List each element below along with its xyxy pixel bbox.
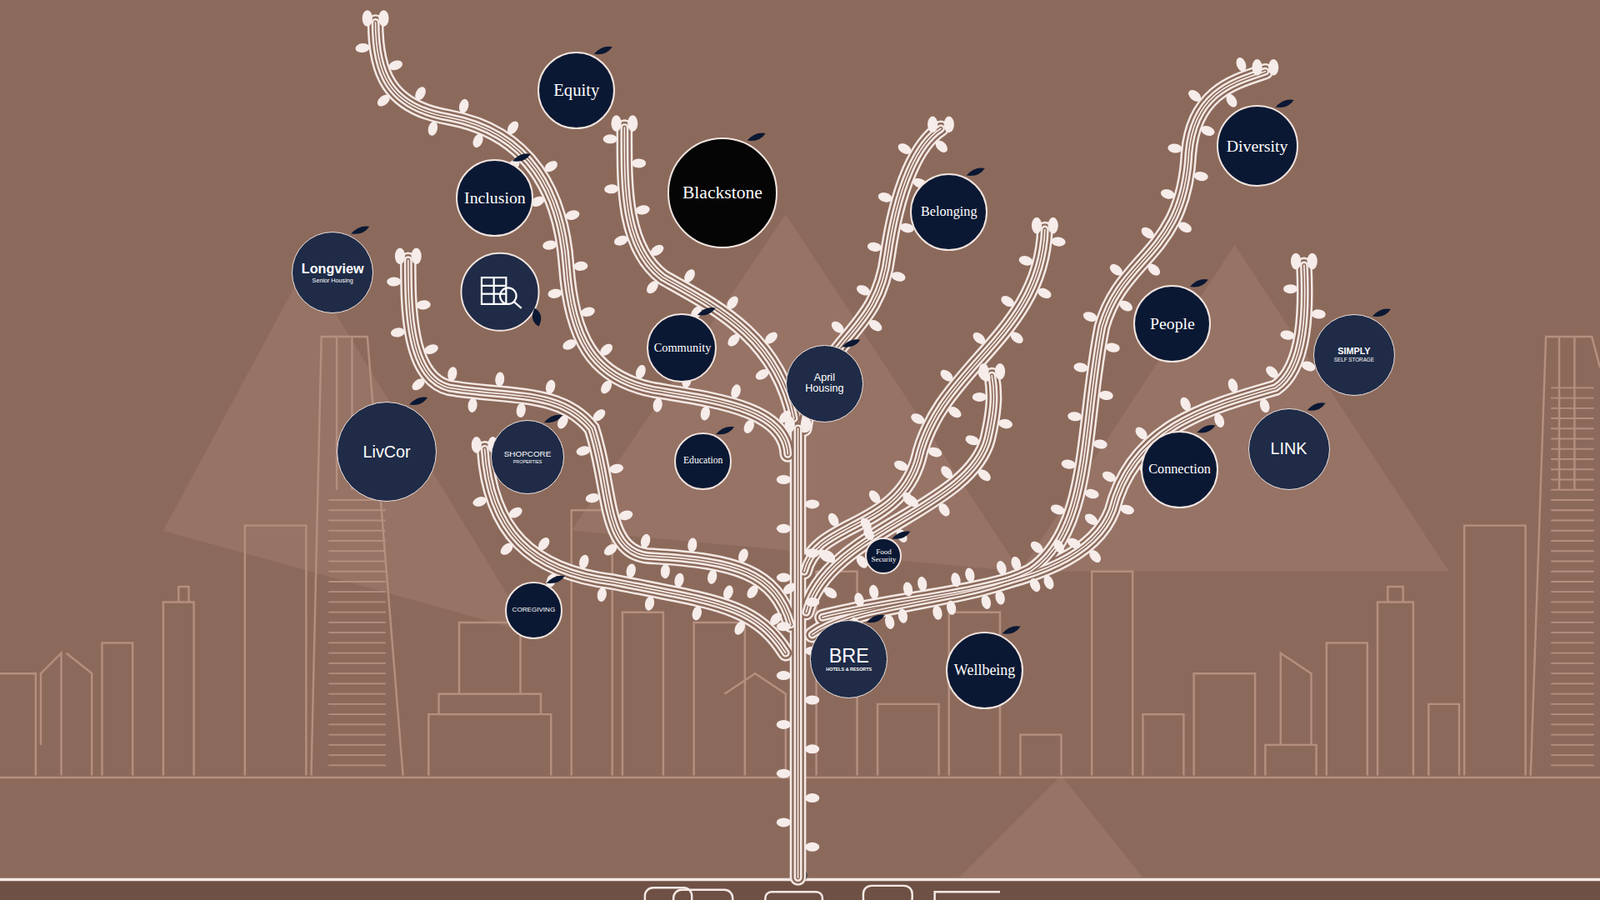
icon-circle: [460, 253, 541, 331]
leaves: [355, 10, 1326, 852]
logo-circle: LivCor: [336, 401, 437, 502]
circle-label: Food Security: [869, 548, 899, 565]
value-circle: Equity: [537, 51, 615, 130]
root-marks: [645, 885, 1000, 900]
circle-label: BRE: [829, 645, 870, 667]
logo-circle: LongviewSenior Housing: [291, 231, 374, 314]
circle-sublabel: Senior Housing: [312, 277, 354, 285]
circle-sublabel: SELF STORAGE: [1334, 357, 1375, 364]
value-circle: Inclusion: [455, 159, 534, 237]
circle-label: LINK: [1270, 440, 1308, 458]
fruit-leaves: [350, 46, 1391, 635]
logo-circle: Blackstone: [667, 137, 778, 248]
circle-label: SIMPLY: [1337, 346, 1370, 356]
circle-label: April Housing: [793, 372, 855, 395]
circle-label: Connection: [1148, 462, 1210, 477]
circle-label: Wellbeing: [954, 662, 1016, 679]
value-circle: Connection: [1140, 430, 1219, 509]
circle-label: Equity: [553, 81, 600, 100]
value-circle: Community: [646, 313, 716, 383]
circle-label: Belonging: [920, 205, 977, 220]
circle-sublabel: PROPERTIES: [513, 460, 543, 465]
value-circle: Food Security: [865, 537, 902, 575]
circle-label: Blackstone: [682, 183, 763, 203]
value-circle: Education: [674, 432, 732, 490]
logo-circle: SIMPLYSELF STORAGE: [1313, 314, 1395, 396]
circle-label: Longview: [301, 261, 365, 276]
logo-circle: April Housing: [785, 345, 864, 423]
building-windows: [328, 387, 1594, 765]
circle-label: LivCor: [362, 443, 410, 461]
logo-circle: LINK: [1248, 408, 1330, 490]
value-circle: Wellbeing: [945, 631, 1024, 710]
value-circle: Belonging: [910, 173, 988, 251]
circle-label: Inclusion: [464, 189, 526, 207]
branches: [375, 22, 1305, 878]
circle-label: SHOPCORE: [504, 450, 552, 459]
value-circle: COREGIVING: [505, 581, 563, 640]
circle-label: Education: [683, 455, 723, 466]
value-circle: Diversity: [1216, 105, 1299, 187]
circle-label: People: [1150, 315, 1195, 333]
circle-label: COREGIVING: [512, 606, 556, 614]
value-circle: People: [1133, 285, 1211, 363]
logo-circle: BREHOTELS & RESORTS: [810, 620, 888, 698]
circle-sublabel: HOTELS & RESORTS: [825, 667, 872, 673]
circle-label: Diversity: [1226, 137, 1289, 155]
logo-circle: SHOPCOREPROPERTIES: [490, 420, 565, 494]
circle-label: Community: [654, 341, 710, 355]
